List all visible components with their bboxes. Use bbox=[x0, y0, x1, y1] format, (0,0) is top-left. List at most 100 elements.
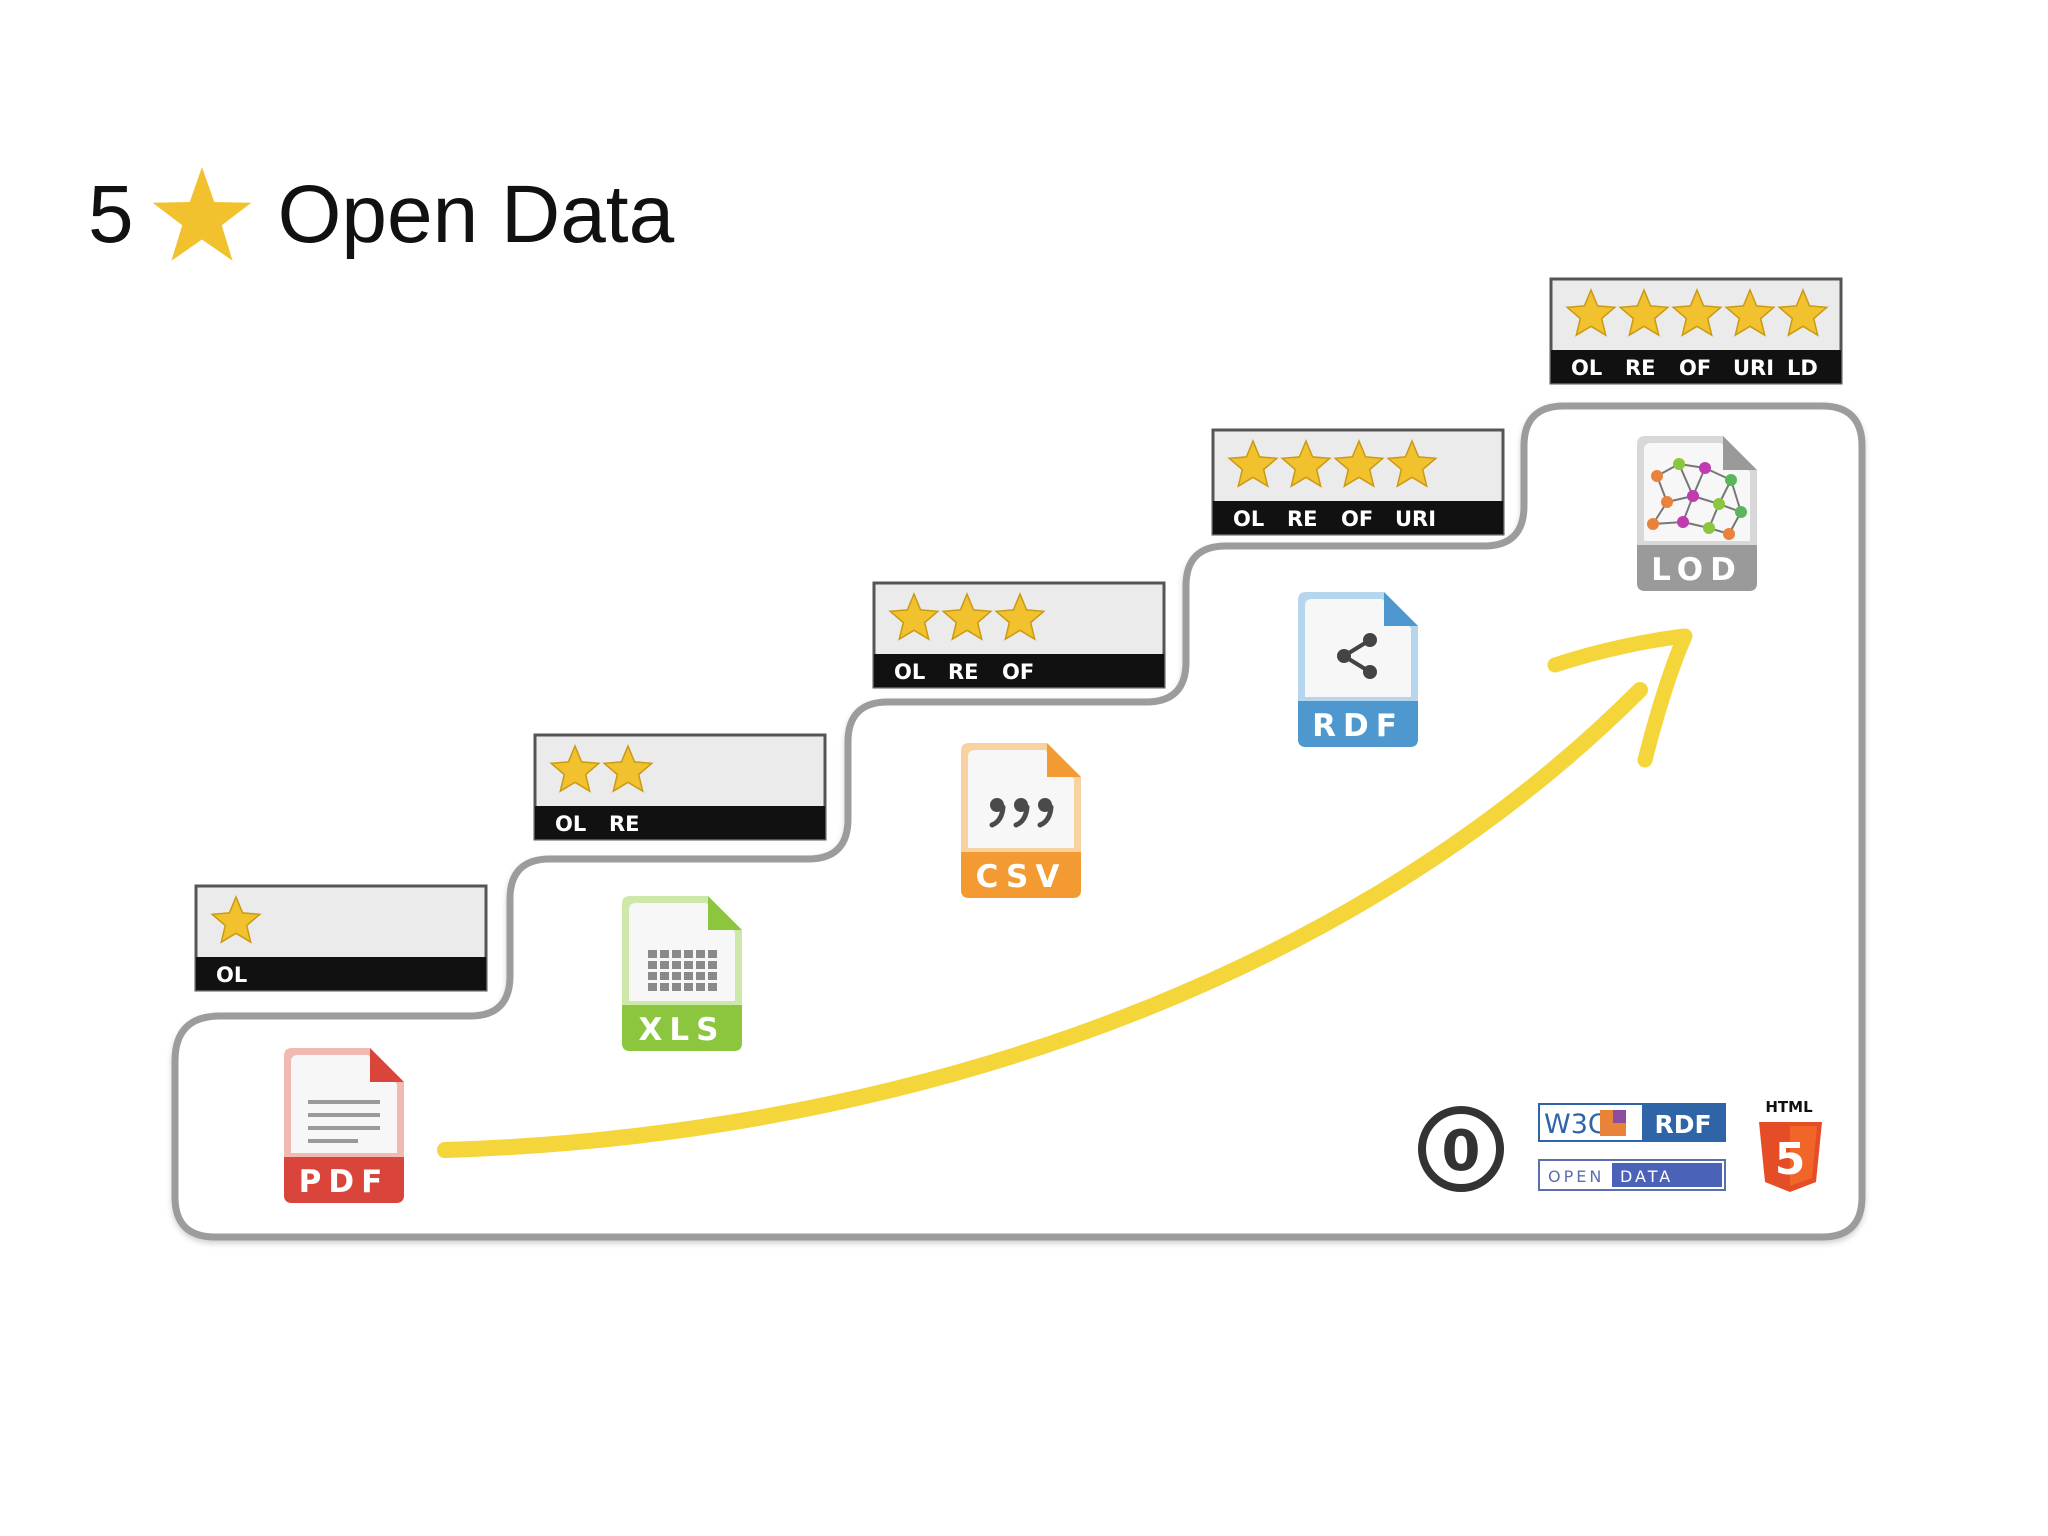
spreadsheet-grid-glyph bbox=[648, 950, 657, 958]
file-label-band bbox=[284, 1157, 404, 1203]
linked-data-node bbox=[1651, 470, 1663, 482]
title-text: Open Data bbox=[277, 169, 675, 260]
linked-data-node bbox=[1703, 522, 1715, 534]
file-format-label: CSV bbox=[976, 859, 1067, 895]
file-label-band bbox=[961, 852, 1081, 898]
file-fold bbox=[1047, 743, 1081, 777]
badge-tag-uri: URI bbox=[1733, 356, 1774, 380]
badge-star-icon bbox=[1671, 288, 1723, 337]
rating-badge-3-star: OL RE OF bbox=[872, 581, 1166, 689]
slide-title: 5 Open Data bbox=[88, 160, 674, 270]
spreadsheet-grid-glyph bbox=[660, 972, 669, 980]
growth-arrow bbox=[437, 682, 1648, 1158]
badge-tag-ld: LD bbox=[1787, 356, 1818, 380]
linked-data-node bbox=[1735, 506, 1747, 518]
linked-data-node bbox=[1687, 490, 1699, 502]
spreadsheet-grid-glyph bbox=[672, 972, 681, 980]
linked-data-node bbox=[1661, 496, 1673, 508]
spreadsheet-grid-glyph bbox=[648, 983, 657, 991]
spreadsheet-grid-glyph bbox=[648, 961, 657, 969]
file-fold bbox=[1384, 592, 1418, 626]
share-node-glyph bbox=[1363, 665, 1377, 679]
spreadsheet-grid-glyph bbox=[660, 950, 669, 958]
badge-star-icon bbox=[1227, 439, 1279, 488]
comma-tail-glyph bbox=[1013, 804, 1030, 828]
badge-tag-bar bbox=[1213, 501, 1503, 534]
file-label-band bbox=[1298, 701, 1418, 747]
badge-star-icon bbox=[1386, 439, 1438, 488]
linked-data-node bbox=[1723, 528, 1735, 540]
cc-zero-logo: 0 bbox=[1418, 1106, 1504, 1192]
spreadsheet-grid-glyph bbox=[708, 961, 717, 969]
rating-badge-5-star: OL RE OF URI LD bbox=[1549, 277, 1843, 385]
badge-tag-of: OF bbox=[1002, 660, 1034, 684]
linked-data-node bbox=[1647, 518, 1659, 530]
badge-tag-re: RE bbox=[948, 660, 979, 684]
growth-arrow-head bbox=[1547, 628, 1693, 768]
spreadsheet-grid-glyph bbox=[708, 983, 717, 991]
badge-tag-ol: OL bbox=[1233, 507, 1264, 531]
file-format-label: RDF bbox=[1312, 708, 1404, 744]
badge-tag-uri: URI bbox=[1395, 507, 1436, 531]
badge-star-icon bbox=[1565, 288, 1617, 337]
share-node-glyph bbox=[1363, 633, 1377, 647]
rating-badge-1-star: OL bbox=[194, 884, 488, 992]
linked-data-node bbox=[1725, 474, 1737, 486]
badge-star-icon bbox=[1618, 288, 1670, 337]
w3c-rdf-open-data-logo: W3C RDF OPEN DATA bbox=[1538, 1103, 1726, 1191]
w3c-text: W3C bbox=[1544, 1109, 1607, 1140]
badge-tag-ol: OL bbox=[1571, 356, 1602, 380]
file-format-label: PDF bbox=[299, 1164, 390, 1200]
lod-file-icon: LOD bbox=[1637, 436, 1757, 591]
rdf-text: RDF bbox=[1654, 1110, 1711, 1139]
file-fold bbox=[708, 896, 742, 930]
badge-tag-ol: OL bbox=[894, 660, 925, 684]
file-label-band bbox=[622, 1005, 742, 1051]
data-text: DATA bbox=[1620, 1167, 1673, 1186]
badge-star-icon bbox=[994, 592, 1046, 641]
badge-star-icon bbox=[602, 744, 654, 793]
html-text: HTML bbox=[1765, 1098, 1813, 1116]
badge-star-icon bbox=[1777, 288, 1829, 337]
spreadsheet-grid-glyph bbox=[672, 950, 681, 958]
spreadsheet-grid-glyph bbox=[648, 972, 657, 980]
badge-tag-of: OF bbox=[1679, 356, 1711, 380]
badge-tag-re: RE bbox=[1625, 356, 1656, 380]
file-format-label: XLS bbox=[639, 1012, 726, 1048]
open-text: OPEN bbox=[1548, 1167, 1604, 1186]
pdf-file-icon: PDF bbox=[284, 1048, 404, 1203]
badge-tag-of: OF bbox=[1341, 507, 1373, 531]
badge-tag-re: RE bbox=[1287, 507, 1318, 531]
html5-text: 5 bbox=[1775, 1134, 1806, 1185]
spreadsheet-grid-glyph bbox=[684, 972, 693, 980]
rating-badge-4-star: OL RE OF URI bbox=[1211, 428, 1505, 536]
csv-file-icon: CSV bbox=[961, 743, 1081, 898]
badge-star-icon bbox=[210, 895, 262, 944]
linked-data-node bbox=[1677, 516, 1689, 528]
star-icon bbox=[152, 167, 252, 261]
spreadsheet-grid-glyph bbox=[696, 983, 705, 991]
badge-tag-bar bbox=[874, 654, 1164, 687]
badge-star-icon bbox=[941, 592, 993, 641]
file-fold bbox=[370, 1048, 404, 1082]
badge-tag-bar bbox=[196, 957, 486, 990]
spreadsheet-grid-glyph bbox=[696, 972, 705, 980]
badge-star-icon bbox=[1724, 288, 1776, 337]
badge-tag-ol: OL bbox=[216, 963, 247, 987]
spreadsheet-grid-glyph bbox=[672, 983, 681, 991]
file-fold bbox=[1723, 436, 1757, 470]
file-format-label: LOD bbox=[1651, 552, 1743, 588]
linked-data-node bbox=[1713, 498, 1725, 510]
spreadsheet-grid-glyph bbox=[696, 961, 705, 969]
html5-logo: HTML 5 bbox=[1759, 1098, 1822, 1192]
spreadsheet-grid-glyph bbox=[696, 950, 705, 958]
linked-data-node bbox=[1699, 462, 1711, 474]
spreadsheet-grid-glyph bbox=[708, 972, 717, 980]
badge-tag-bar bbox=[1551, 350, 1841, 383]
file-label-band bbox=[1637, 545, 1757, 591]
badge-tag-bar bbox=[535, 806, 825, 839]
badge-star-icon bbox=[1333, 439, 1385, 488]
share-node-glyph bbox=[1337, 649, 1351, 663]
